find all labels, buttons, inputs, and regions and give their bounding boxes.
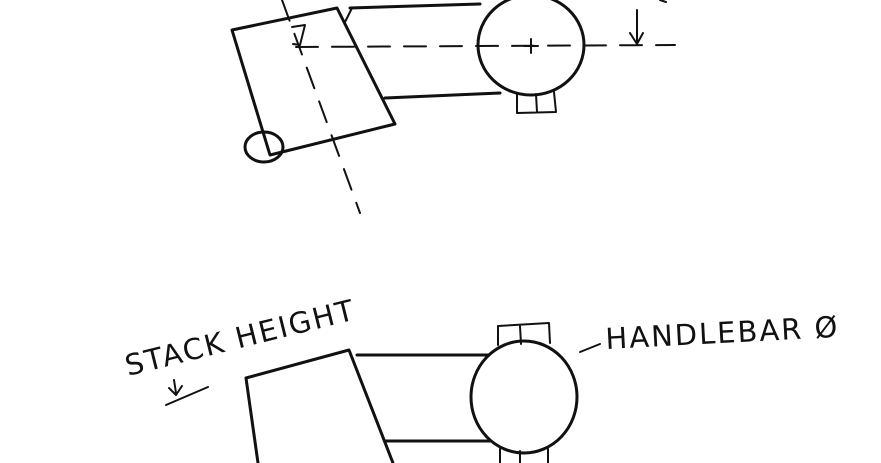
- bottom-steerer-clamp: [244, 348, 395, 463]
- top-steerer-clamp: [230, 6, 397, 157]
- top-right-angle-mark: [291, 24, 306, 46]
- handlebar-leader-line: [579, 343, 601, 353]
- bottom-faceplate-tabs-bottom: [499, 448, 549, 463]
- top-arrow-fragment: [659, 0, 667, 3]
- top-stem-arm-upper: [348, 2, 482, 10]
- top-small-circle: [243, 130, 285, 164]
- handlebar-diameter-label: HANDLEBAR Ø: [605, 310, 841, 356]
- top-stem-arm-lower: [383, 91, 502, 100]
- top-stem-wedge: [344, 7, 353, 23]
- stack-height-label: STACK HEIGHT: [121, 293, 359, 383]
- bottom-faceplate-tabs-top: [497, 322, 551, 346]
- top-faceplate-tabs: [516, 91, 557, 114]
- stack-height-arrow-icon: [165, 379, 209, 406]
- top-steerer-axis: [281, 0, 361, 214]
- top-arrow-icon: [629, 9, 644, 45]
- bottom-stem-drawing: [165, 322, 601, 463]
- bottom-handlebar-circle: [469, 339, 579, 455]
- top-stem-drawing: [230, 0, 676, 214]
- top-horizontal-centerline: [295, 44, 676, 48]
